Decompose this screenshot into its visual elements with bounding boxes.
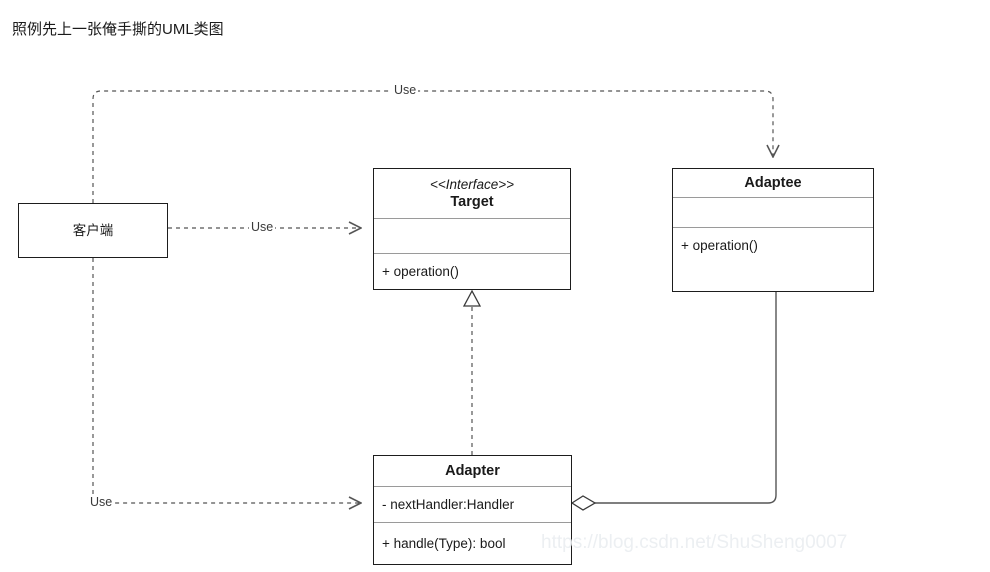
class-name-client: 客户端 xyxy=(72,222,114,238)
operation-target-operation: + operation() xyxy=(382,264,459,279)
stereotype-interface: <<Interface>> xyxy=(429,177,515,192)
uml-class-adapter[interactable]: Adapter - nextHandler:Handler + handle(T… xyxy=(373,455,572,565)
adaptee-operations-compartment: + operation() xyxy=(673,227,873,289)
adaptee-attributes-compartment xyxy=(673,197,873,227)
connector-client-uses-adaptee xyxy=(92,90,773,203)
connector-client-uses-adapter xyxy=(92,258,361,503)
uml-class-adaptee[interactable]: Adaptee + operation() xyxy=(672,168,874,292)
target-header-compartment: <<Interface>> Target xyxy=(374,169,570,218)
watermark: https://blog.csdn.net/ShuSheng0007 xyxy=(541,532,848,553)
target-operations-compartment: + operation() xyxy=(374,253,570,289)
edge-label-client-uses-adapter: Use xyxy=(88,495,115,510)
uml-class-target[interactable]: <<Interface>> Target + operation() xyxy=(373,168,571,290)
class-name-adapter: Adapter xyxy=(445,463,500,479)
target-attributes-compartment xyxy=(374,218,570,253)
adapter-operations-compartment: + handle(Type): bool xyxy=(374,522,571,564)
uml-class-client[interactable]: 客户端 xyxy=(18,203,168,258)
connector-adapter-aggregates-adaptee xyxy=(570,292,777,511)
connector-adapter-realizes-target xyxy=(462,289,482,455)
attribute-adapter-next-handler: - nextHandler:Handler xyxy=(382,497,515,512)
edge-label-client-uses-target: Use xyxy=(249,220,276,235)
page-title: 照例先上一张俺手撕的UML类图 xyxy=(12,21,224,38)
class-name-adaptee: Adaptee xyxy=(744,175,802,191)
class-name-target: Target xyxy=(450,194,494,210)
adaptee-header-compartment: Adaptee xyxy=(673,169,873,197)
operation-adaptee-operation: + operation() xyxy=(681,238,758,253)
adapter-header-compartment: Adapter xyxy=(374,456,571,486)
adapter-attributes-compartment: - nextHandler:Handler xyxy=(374,486,571,522)
edge-label-client-uses-adaptee: Use xyxy=(392,83,419,98)
operation-adapter-handle: + handle(Type): bool xyxy=(382,536,506,551)
